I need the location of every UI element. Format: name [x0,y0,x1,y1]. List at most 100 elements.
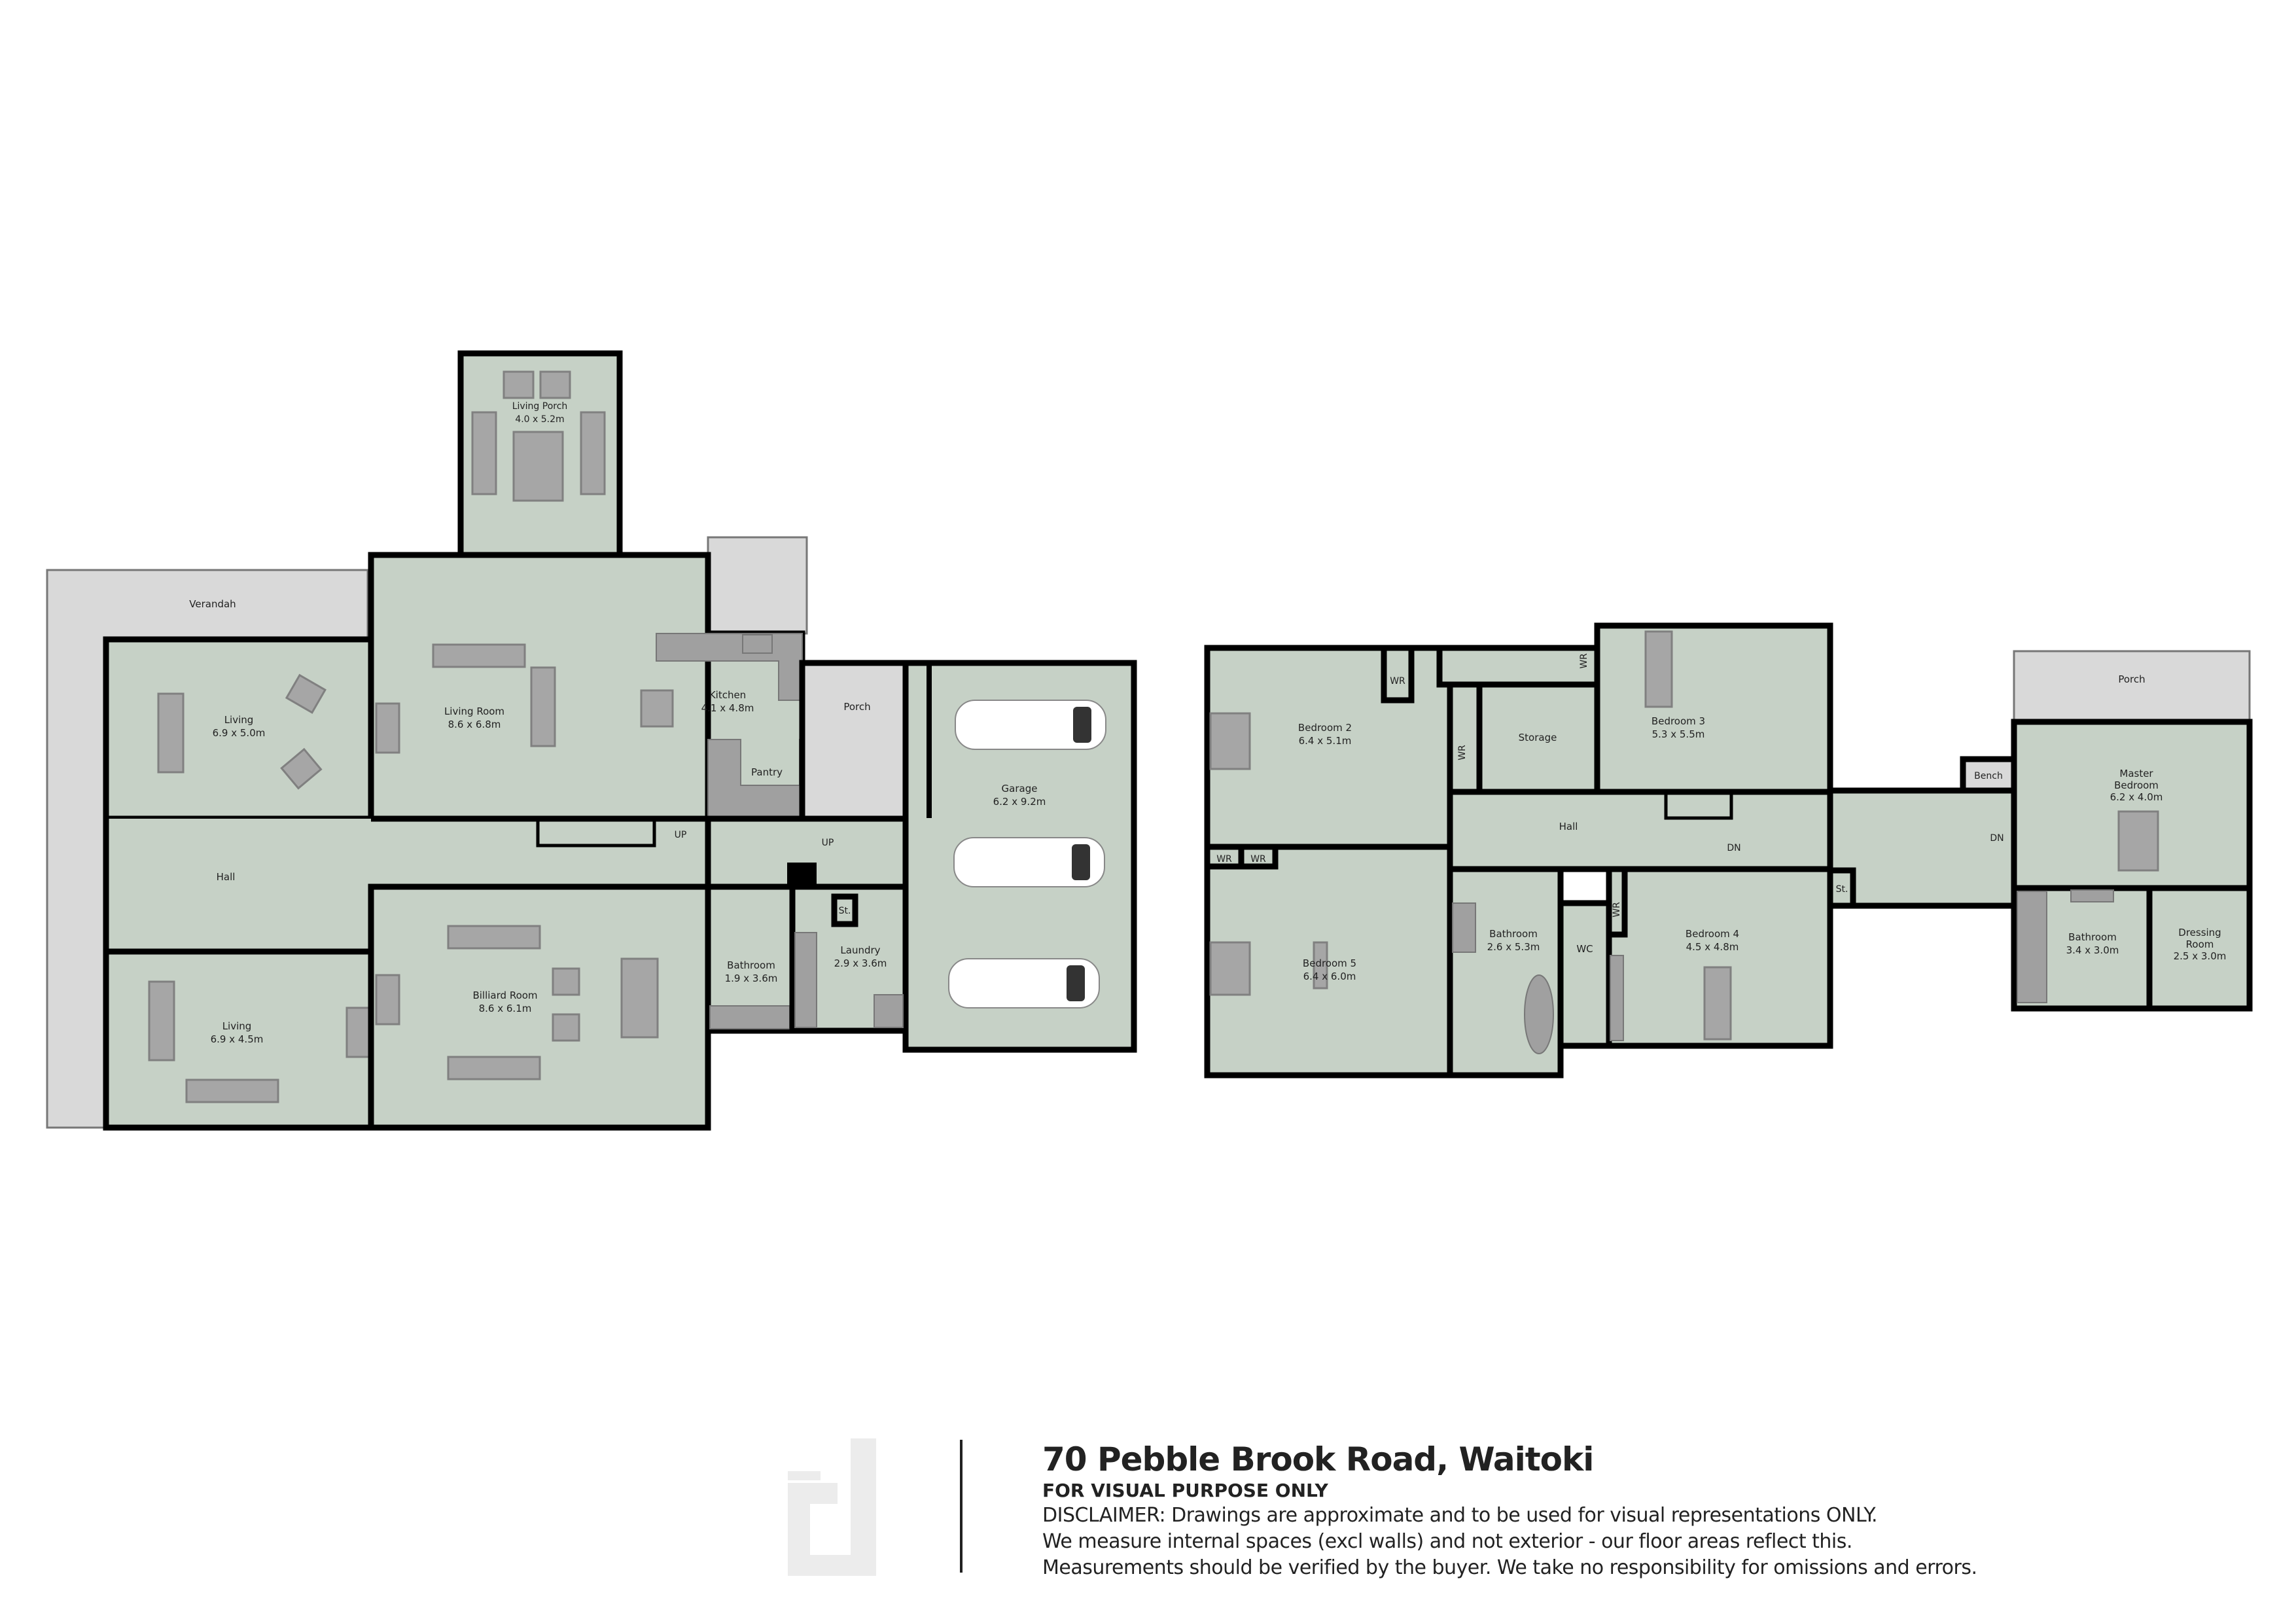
bed-icon [1703,966,1732,1041]
stairs-dn-label: DN [1727,843,1740,853]
room-wr-e [1238,844,1279,870]
bedroom-4-dims: 4.5 x 4.8m [1686,941,1739,953]
bench-label: Bench [1974,771,2003,781]
bed-icon [1209,941,1251,996]
room-wr-b [1447,681,1483,795]
fireplace-icon [345,1007,371,1058]
billiard-table-icon [620,957,659,1039]
living-top-dims: 6.9 x 5.0m [213,727,266,739]
sofa-icon [447,1056,541,1080]
armchair-icon [539,370,571,399]
company-logo [788,1438,876,1576]
dressing-room-dims: 2.5 x 3.0m [2174,950,2227,962]
kitchen-dims: 4.1 x 4.8m [701,702,754,714]
master-bedroom-name-1: Master [2119,768,2153,779]
room-porch [799,660,909,822]
sofa-icon [432,643,526,668]
living-porch-dims: 4.0 x 5.2m [515,414,564,425]
hall-label: Hall [217,871,236,883]
dressing-room-name-1: Dressing [2178,927,2221,938]
room-upper-hall [1447,789,1833,872]
storage-label: Storage [1519,732,1557,743]
bedroom-4-name: Bedroom 4 [1686,928,1739,940]
sink-icon [742,634,773,654]
room-dressing-room [2146,885,2253,1012]
master-bedroom-dims: 6.2 x 4.0m [2110,791,2163,803]
bathroom-name: Bathroom [727,959,775,971]
room-wr-f [1606,866,1628,938]
room-laundry-store [831,893,858,927]
bedroom-3-name: Bedroom 3 [1651,715,1705,727]
wr-label: WR [1612,902,1622,918]
living-bottom-name: Living [222,1020,252,1032]
room-linen [1436,645,1600,688]
fireplace-icon [375,702,400,754]
staircase [536,817,656,847]
upper-porch [2013,650,2251,723]
armchair-icon [280,747,323,790]
bedroom-5-name: Bedroom 5 [1303,957,1356,969]
bedroom-2-name: Bedroom 2 [1298,722,1352,734]
billiard-room-name: Billiard Room [472,990,537,1001]
disclaimer-line-2: We measure internal spaces (excl walls) … [1042,1530,1852,1553]
sofa-icon [148,980,175,1061]
room-landing [1827,787,2017,909]
upper-porch-label: Porch [2118,673,2145,685]
pantry-label: Pantry [751,766,783,778]
wr-label: WR [1390,676,1405,687]
master-bedroom-name-2: Bedroom [2114,779,2159,791]
visual-purpose-note: FOR VISUAL PURPOSE ONLY [1042,1480,1328,1501]
room-bedroom-3 [1594,622,1833,795]
wc-label: WC [1576,943,1593,955]
stairs-up-label: UP [675,830,687,840]
wr-label: WR [1579,653,1589,669]
room-storage [1476,681,1600,795]
property-address: 70 Pebble Brook Road, Waitoki [1042,1440,1594,1478]
bed-icon [1644,630,1673,708]
bed-icon [1209,712,1251,770]
car-icon [953,837,1105,887]
upper-floor: WR WR Bedroom 2 6.4 x 5.1m Storage WR Be… [1204,622,2253,1079]
upper-bathroom-dims: 2.6 x 5.3m [1487,941,1540,953]
sofa-icon [185,1079,279,1103]
sofa-icon [471,411,497,495]
kitchen-name: Kitchen [709,689,746,701]
car-icon [955,700,1106,750]
bathroom-dims: 1.9 x 3.6m [725,972,778,984]
living-top-name: Living [224,714,254,726]
bedroom-3-dims: 5.3 x 5.5m [1652,728,1705,740]
verandah-label: Verandah [189,598,236,610]
stairs-dn-label-2: DN [1990,833,2004,844]
fireplace-icon [375,974,400,1026]
bathtub-icon [1524,974,1554,1054]
wr-label: WR [1250,854,1266,865]
wr-label: WR [1457,745,1468,760]
upper-hall-label: Hall [1559,821,1578,832]
laundry-st-label: St. [839,906,851,916]
bed-icon [2117,810,2159,872]
washer-icon [794,932,817,1028]
living-room-name: Living Room [444,705,504,717]
living-bottom-dims: 6.9 x 4.5m [211,1033,264,1045]
sofa-icon [530,666,556,747]
vanity-icon [2070,889,2114,902]
laundry-dims: 2.9 x 3.6m [834,957,887,969]
laundry-name: Laundry [840,944,880,956]
kitchen-porch [707,536,808,635]
sofa-icon [447,925,541,950]
porch-label: Porch [843,701,870,713]
garage-name: Garage [1002,783,1038,794]
footer: 70 Pebble Brook Road, Waitoki FOR VISUAL… [1042,1440,1977,1581]
shower-icon [2017,891,2047,1003]
room-hall-west [106,819,371,952]
wardrobe-icon [1610,955,1624,1041]
rug-icon [512,431,564,502]
master-bathroom-dims: 3.4 x 3.0m [2066,944,2119,956]
shower-tray-icon [874,994,904,1028]
armchair-icon [552,1013,580,1042]
cooktop-icon [640,689,674,728]
disclaimer-line-3: Measurements should be verified by the b… [1042,1556,1977,1579]
fireplace-icon [1313,941,1328,990]
stairs-up-label-2: UP [822,838,834,848]
vanity-icon [709,1005,790,1029]
